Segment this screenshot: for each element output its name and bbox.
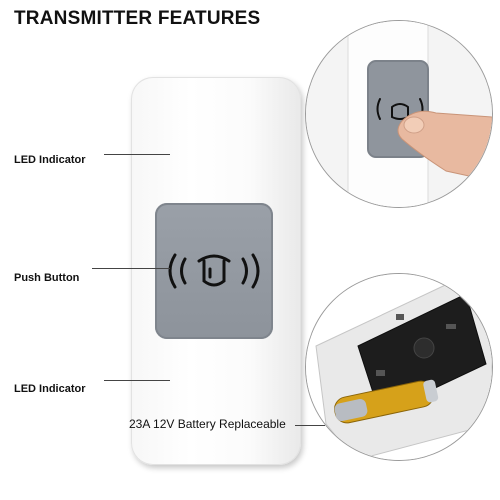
battery-compartment-inset xyxy=(305,273,493,461)
led-indicator-top-leader xyxy=(104,154,170,155)
led-indicator-top-label: LED Indicator xyxy=(14,154,86,166)
led-indicator-bottom-leader xyxy=(104,380,170,381)
push-button-label: Push Button xyxy=(14,272,80,284)
finger-press-inset xyxy=(305,20,493,208)
bell-with-waves-icon xyxy=(168,253,260,289)
page-title: TRANSMITTER FEATURES xyxy=(14,8,261,29)
battery-caption: 23A 12V Battery Replaceable xyxy=(129,417,286,431)
push-button-leader xyxy=(92,268,170,269)
push-button[interactable] xyxy=(155,203,273,339)
transmitter-device xyxy=(131,77,301,465)
led-indicator-bottom-label: LED Indicator xyxy=(14,383,86,395)
